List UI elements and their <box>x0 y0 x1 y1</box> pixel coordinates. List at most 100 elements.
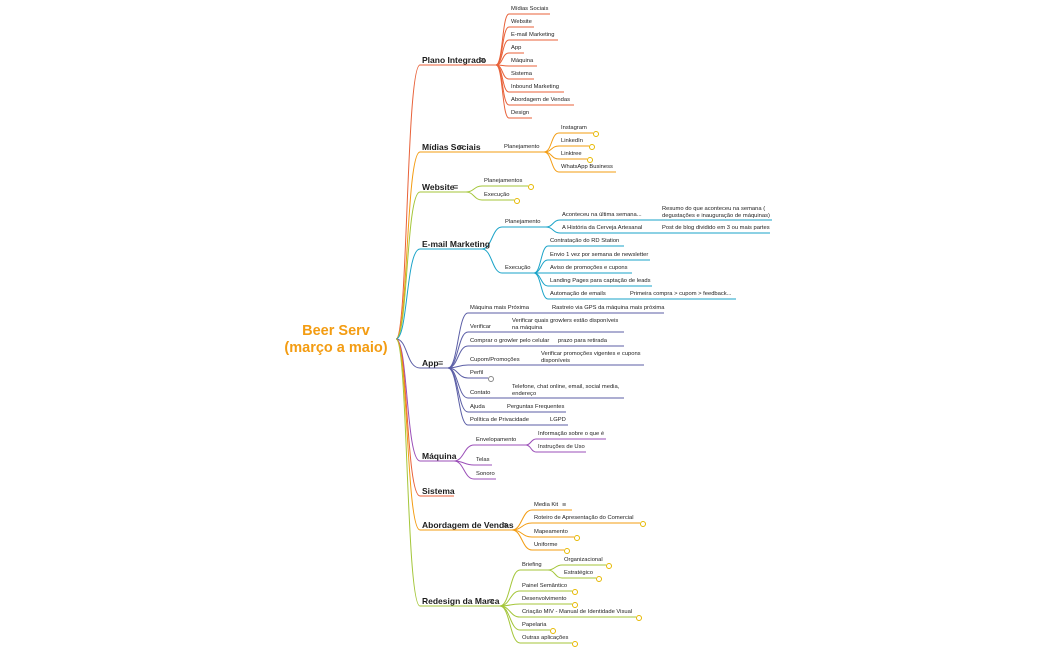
branch-sistema[interactable]: Sistema <box>422 486 455 496</box>
topic-execucao[interactable]: Execução <box>484 192 510 198</box>
topic-planejamento[interactable]: Planejamento <box>505 219 541 225</box>
topic-historia-cerveja[interactable]: A História da Cerveja Artesanal <box>562 225 643 231</box>
topic-comprar-growler[interactable]: Comprar o growler pelo celular <box>470 338 550 344</box>
topic-briefing[interactable]: Briefing <box>522 562 542 568</box>
branch-plano-integrado[interactable]: Plano Integrado <box>422 55 487 65</box>
app-connectors <box>447 312 664 426</box>
topic-rastreio-gps[interactable]: Rastreio via GPS da máquina mais próxima <box>552 305 665 311</box>
notes-icon[interactable]: ≡ <box>562 502 567 509</box>
topic-website[interactable]: Website <box>511 19 532 25</box>
topic-primeira-compra[interactable]: Primeira compra > cupom > feedback... <box>630 291 732 297</box>
root-topic[interactable]: Beer Serv (março a maio) <box>284 323 388 356</box>
topic-perfil[interactable]: Perfil <box>470 370 484 376</box>
topic-rd-station[interactable]: Contratação do RD Station <box>550 238 620 244</box>
notes-icon[interactable]: ≡ <box>453 182 459 192</box>
root-connectors <box>395 64 421 607</box>
plano-connectors <box>495 13 574 119</box>
topic-criacao-miv[interactable]: Criação MIV - Manual de Identidade Visua… <box>522 609 633 615</box>
topic-aviso-promocoes[interactable]: Aviso de promoções e cupons <box>550 265 628 271</box>
topic-whatsapp-business[interactable]: WhatsApp Business <box>561 164 613 170</box>
topic-aconteceu-semana[interactable]: Aconteceu na última semana... <box>562 212 642 218</box>
topic-newsletter[interactable]: Envio 1 vez por semana de newsletter <box>550 252 649 258</box>
notes-icon[interactable]: ≡ <box>458 142 464 152</box>
marker-icon <box>589 144 595 150</box>
topic-estrategico[interactable]: Estratégico <box>564 570 593 576</box>
branch-redesign-da-marca[interactable]: Redesign da Marca <box>422 596 500 606</box>
marker-icon <box>606 563 612 569</box>
topic-maquina[interactable]: Máquina <box>511 58 534 64</box>
topic-landing-pages[interactable]: Landing Pages para captação de leads <box>550 278 651 284</box>
marker-icon <box>572 602 578 608</box>
midias-connectors <box>470 132 616 173</box>
topic-papelaria[interactable]: Papelaria <box>522 622 547 628</box>
topic-verificar-promocoes[interactable]: Verificar promoções vigentes e cupons di… <box>541 351 641 364</box>
topic-verificar[interactable]: Verificar <box>470 324 491 330</box>
topic-telas[interactable]: Telas <box>476 457 490 463</box>
topic-informacao[interactable]: Informação sobre o que é <box>538 431 605 437</box>
topic-inbound-marketing[interactable]: Inbound Marketing <box>511 84 560 90</box>
topic-planejamento[interactable]: Planejamento <box>504 144 540 150</box>
topic-lgpd[interactable]: LGPD <box>550 417 566 423</box>
topic-midias-sociais[interactable]: Mídias Sociais <box>511 6 549 12</box>
topic-outras-aplicacoes[interactable]: Outras aplicações <box>522 635 569 641</box>
marker-icon <box>636 615 642 621</box>
topic-telefone-chat[interactable]: Telefone, chat online, email, social med… <box>512 384 620 397</box>
topic-abordagem-de-vendas[interactable]: Abordagem de Vendas <box>511 97 570 103</box>
redesign-connectors <box>499 564 636 644</box>
branch-midias-sociais[interactable]: Mídias Sociais <box>422 142 481 152</box>
topic-prazo-retirada[interactable]: prazo para retirada <box>558 338 607 344</box>
marker-icon <box>593 131 599 137</box>
topic-ajuda[interactable]: Ajuda <box>470 404 485 410</box>
topic-painel-semantico[interactable]: Painel Semântico <box>522 583 568 589</box>
notes-icon[interactable]: ≡ <box>489 596 495 606</box>
topic-politica-privacidade[interactable]: Política de Privacidade <box>470 417 529 423</box>
topic-design[interactable]: Design <box>511 110 530 116</box>
marker-icon <box>640 521 646 527</box>
topic-linkedin[interactable]: LinkedIn <box>561 138 583 144</box>
topic-uniforme[interactable]: Uniforme <box>534 542 558 548</box>
marker-icon <box>587 157 593 163</box>
topic-contato[interactable]: Contato <box>470 390 491 396</box>
branch-website[interactable]: Website <box>422 182 455 192</box>
topic-planejamentos[interactable]: Planejamentos <box>484 178 523 184</box>
topic-maquina-proxima[interactable]: Máquina mais Próxima <box>470 305 529 311</box>
notes-icon[interactable]: ≡ <box>502 520 508 530</box>
topic-sistema[interactable]: Sistema <box>511 71 532 77</box>
topic-cupom-promocoes[interactable]: Cupom/Promoções <box>470 357 520 363</box>
topic-roteiro-apresentacao[interactable]: Roteiro de Apresentação do Comercial <box>534 515 634 521</box>
branch-email-marketing[interactable]: E-mail Marketing <box>422 239 491 249</box>
marker-icon <box>572 589 578 595</box>
topic-verificar-growlers[interactable]: Verificar quais growlers estão disponíve… <box>512 318 619 331</box>
branch-underlines <box>420 64 512 607</box>
topic-media-kit[interactable]: Media Kit <box>534 502 559 508</box>
topic-instagram[interactable]: Instagram <box>561 125 587 131</box>
branch-maquina[interactable]: Máquina <box>422 451 457 461</box>
branch-abordagem-de-vendas[interactable]: Abordagem de Vendas <box>422 520 514 530</box>
marker-icon <box>596 576 602 582</box>
topic-envelopamento[interactable]: Envelopamento <box>476 437 517 443</box>
topic-app[interactable]: App <box>511 45 522 51</box>
topic-desenvolvimento[interactable]: Desenvolvimento <box>522 596 567 602</box>
marker-icon <box>550 628 556 634</box>
topic-perguntas-frequentes[interactable]: Perguntas Frequentes <box>507 404 565 410</box>
marker-icon <box>528 184 534 190</box>
website-connectors <box>465 185 528 201</box>
topic-mapeamento[interactable]: Mapeamento <box>534 529 568 535</box>
branch-app[interactable]: App <box>422 358 439 368</box>
notes-icon[interactable]: ≡ <box>438 358 444 368</box>
topic-email-marketing[interactable]: E-mail Marketing <box>511 32 555 38</box>
topic-automacao-emails[interactable]: Automação de emails <box>550 291 606 297</box>
topic-post-blog[interactable]: Post de blog dividido em 3 ou mais parte… <box>662 225 770 231</box>
marker-icon <box>574 535 580 541</box>
topic-sonoro[interactable]: Sonoro <box>476 471 495 477</box>
marker-icon <box>514 198 520 204</box>
topic-organizacional[interactable]: Organizacional <box>564 557 603 563</box>
notes-icon[interactable]: ≡ <box>480 55 486 65</box>
topic-resumo-semana[interactable]: Resumo do que aconteceu na semana ( degu… <box>662 206 770 219</box>
topic-execucao[interactable]: Execução <box>505 265 531 271</box>
topic-linktree[interactable]: Linktree <box>561 151 582 157</box>
topic-instrucoes-uso[interactable]: Instruções de Uso <box>538 444 585 450</box>
marker-icon <box>572 641 578 647</box>
marker-icon <box>564 548 570 554</box>
